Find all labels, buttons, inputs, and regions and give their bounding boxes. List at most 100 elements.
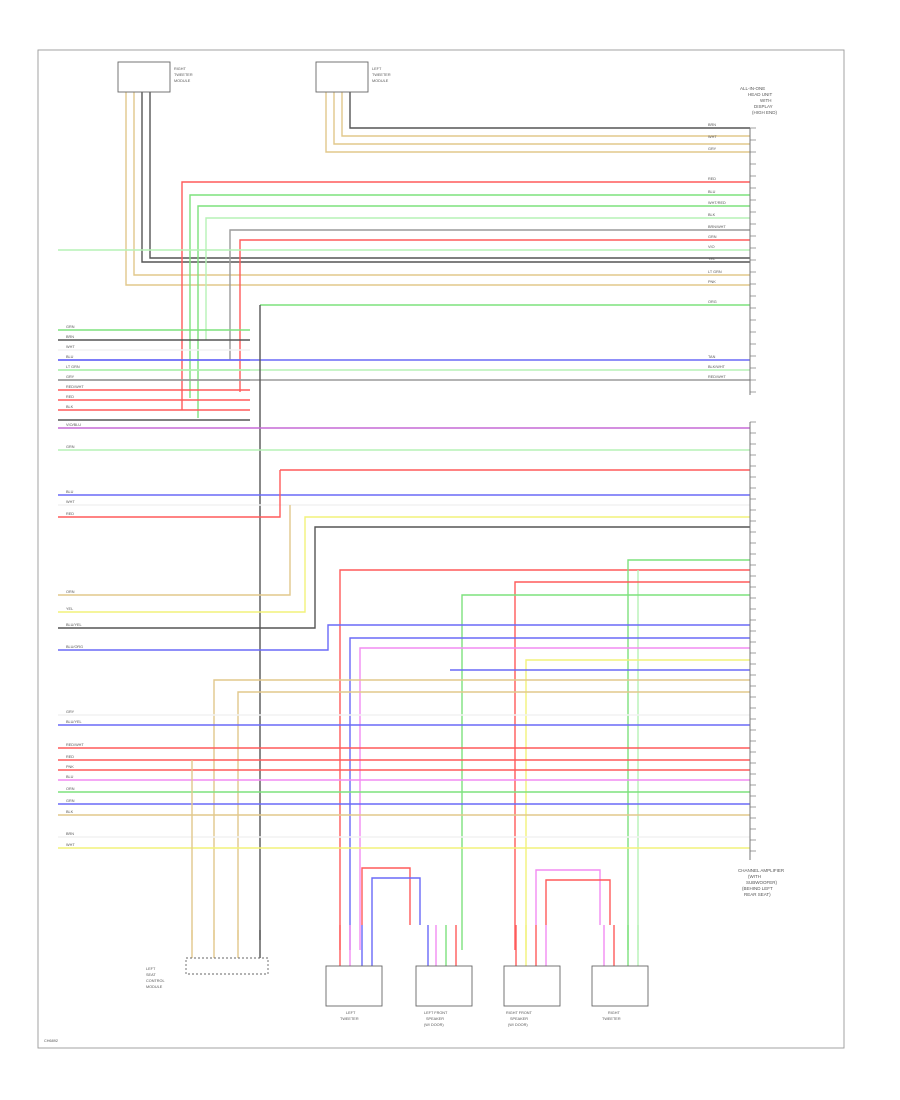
wire-37 [58,516,750,613]
wire-36 [58,505,291,596]
wire-label: LT GRN [708,270,722,274]
wire-label: GRY [66,710,75,714]
wire-49 [213,679,750,940]
wire-label: WHT [66,345,75,349]
wire-1 [133,92,750,276]
wire-label: BLU [66,775,74,779]
right-front-speaker-line-2: SPEAKER [510,1017,528,1021]
wire-68 [371,877,421,925]
right-tweeter-line-2: TWEETER [602,1017,621,1021]
wire-44 [58,624,750,651]
wire-label: BLK [708,213,716,217]
wire-40 [627,559,750,950]
wire-label: BRN [66,832,74,836]
right-lower-module-label: CHANNEL AMPLIFIER (WITH SUBWOOFER) (BEHI… [738,868,785,897]
top-right-module-line-1: ALL-IN-ONE [740,86,765,91]
right-lower-module-line-1: CHANNEL AMPLIFIER [738,868,785,873]
left-tweeter-component: LEFT TWEETER [325,965,383,1021]
wire-label: BLU [66,490,74,494]
right-front-speaker-line-1: RIGHT FRONT [506,1011,533,1015]
wire-label: RED/WHT [708,375,726,379]
wire-label: BLU/YEL [66,623,82,627]
wire-35 [58,470,281,518]
bottom-left-module-line-3: CONTROL [146,979,165,983]
wire-label: YEL [708,257,715,261]
wire-6 [341,92,750,137]
wire-5 [333,92,750,145]
wire-label: GRN [66,325,75,329]
wire-label: BLU/YEL [66,720,82,724]
right-lower-module-line-3: SUBWOOFER) [746,880,778,885]
left-tweeter-line-2: TWEETER [340,1017,359,1021]
wire-label: RED [708,177,716,181]
wire-label: WHT [708,135,717,139]
left-front-speaker-line-2: SPEAKER [426,1017,444,1021]
wire-46 [359,647,750,950]
bottom-left-module-line-1: LEFT [146,967,156,971]
bottom-left-module-line-4: MODULE [146,985,163,989]
wire-38 [58,526,750,629]
wire-label: GRN [66,445,75,449]
wire-label: GRN [66,799,75,803]
wire-label: GRN [708,235,717,239]
wire-label: BRN/WHT [708,225,726,229]
top-right-module-line-4: DISPLAY [754,104,773,109]
wire-label: BLU/ORG [66,645,83,649]
wire-42 [514,581,750,950]
wire-label: BLK [66,810,74,814]
left-tweeter-module-line-3: MODULE [372,79,389,83]
wire-67 [361,867,411,925]
wire-label: PNK [708,280,716,284]
wire-39 [339,569,750,950]
wire-label: RED [66,512,74,516]
wire-label: GRY [66,375,75,379]
wire-2 [141,92,750,263]
wire-50 [237,691,750,940]
right-tweeter-line-1: RIGHT [608,1011,620,1015]
left-tweeter-line-1: LEFT [346,1011,356,1015]
left-front-speaker-line-3: (W/ DOOR) [424,1023,444,1027]
wire-12 [229,229,750,360]
wire-label: WHT [66,843,75,847]
diagram-code: CH6892 [44,1039,58,1043]
right-tweeter-module-line-1: RIGHT [174,67,186,71]
left-tweeter-module-line-1: LEFT [372,67,382,71]
wire-9 [189,194,750,398]
right-lower-module-line-2: (WITH [748,874,761,879]
wire-label: ORN [66,787,75,791]
wire-label: PNK [66,765,74,769]
wire-0 [125,92,750,286]
right-tweeter-module-line-3: MODULE [174,79,191,83]
left-front-speaker-component: LEFT FRONT SPEAKER (W/ DOOR) [415,965,473,1027]
wire-label: TAN [708,355,716,359]
wire-3 [149,92,750,259]
wire-43 [461,594,750,950]
wire-label: RED [66,395,74,399]
left-front-speaker-line-1: LEFT FRONT [424,1011,448,1015]
wire-label: VIO/BLU [66,423,81,427]
diagram-frame [37,49,845,1049]
wire-label: BRN [708,123,716,127]
wire-label: WHT [66,500,75,504]
wire-11 [205,217,750,340]
right-tweeter-module: RIGHT TWEETER MODULE [117,61,193,93]
wire-label: WHT/RED [708,201,726,205]
wire-label: ORN [66,590,75,594]
wire-13 [239,239,750,392]
left-tweeter-module: LEFT TWEETER MODULE [315,61,391,93]
wire-45 [349,637,750,950]
wire-label: RED [66,755,74,759]
right-tweeter-module-line-2: TWEETER [174,73,193,77]
wire-label: RED/WHT [66,743,84,747]
wire-layer: BRN WHT GRY RED BLU WHT/RED BLK BRN/WHT GRN VIO YE… [58,92,756,966]
top-right-module-line-5: (HIGH END) [752,110,777,115]
wire-label: BLU [708,190,716,194]
top-right-module-label: ALL-IN-ONE HEAD UNIT WITH DISPLAY (HIGH … [740,86,777,115]
right-front-speaker-component: RIGHT FRONT SPEAKER (W/ DOOR) [503,965,561,1027]
top-right-module-line-3: WITH [760,98,772,103]
wire-label: BRN [66,335,74,339]
wire-label: VIO [708,245,715,249]
wire-label: YEL [66,607,73,611]
wire-label: GRY [708,147,717,151]
